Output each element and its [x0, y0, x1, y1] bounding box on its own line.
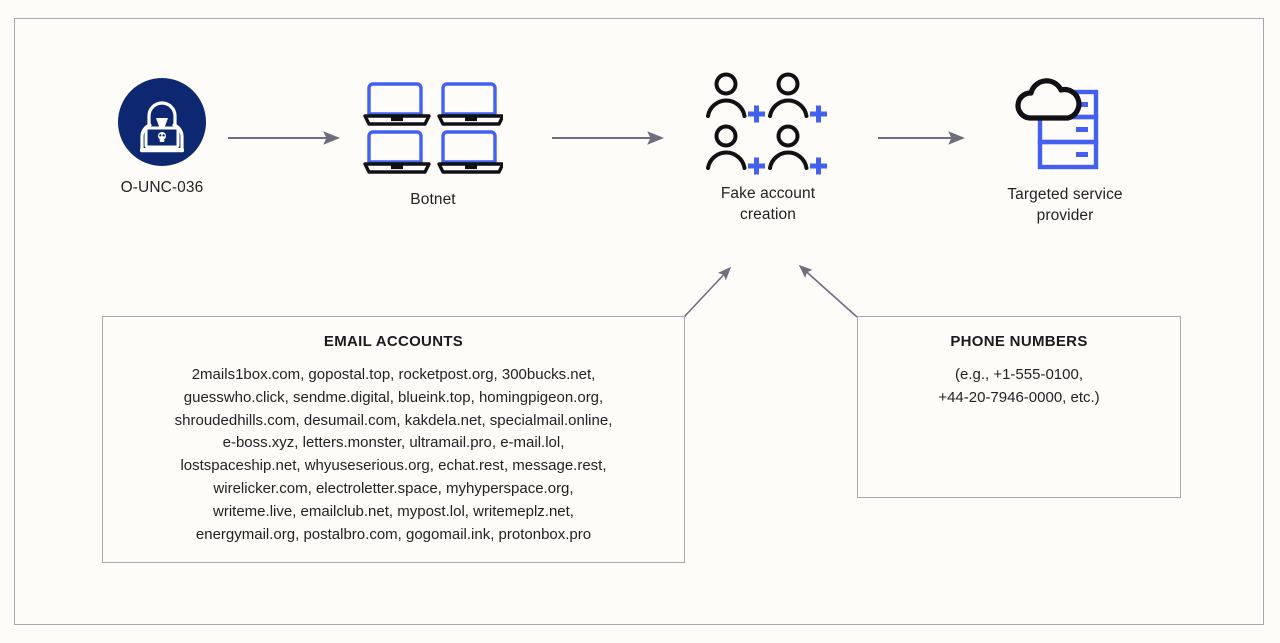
node-fake-accounts: Fake account creation	[688, 70, 848, 226]
laptop-1	[363, 82, 431, 126]
person-plus-4	[768, 124, 827, 175]
add-users-icon	[704, 70, 832, 180]
phone-numbers-body: (e.g., +1-555-0100, +44-20-7946-0000, et…	[938, 366, 1100, 406]
person-plus-2	[768, 72, 827, 123]
laptop-2	[437, 82, 505, 126]
laptop-3	[363, 130, 431, 174]
laptops-icon-glyph	[363, 82, 505, 174]
node-threat-actor: O-UNC-036	[72, 78, 252, 199]
node-provider: Targeted service provider	[982, 74, 1148, 227]
person-plus-1	[706, 72, 765, 123]
person-plus-3	[706, 124, 765, 175]
email-accounts-title: EMAIL ACCOUNTS	[323, 333, 464, 350]
node-provider-label: Targeted service provider	[1007, 186, 1123, 224]
phone-numbers-title: PHONE NUMBERS	[950, 333, 1088, 350]
cloud-server-icon	[1005, 74, 1125, 179]
hacker-icon-glyph	[140, 101, 184, 153]
hacker-icon	[118, 78, 206, 166]
laptop-4	[437, 130, 505, 174]
node-fake-accounts-label: Fake account creation	[720, 185, 816, 223]
node-threat-actor-label: O-UNC-036	[120, 179, 204, 196]
laptops-icon	[363, 78, 505, 178]
phone-numbers-box: PHONE NUMBERS (e.g., +1-555-0100, +44-20…	[857, 316, 1181, 498]
node-botnet: Botnet	[352, 78, 514, 211]
email-accounts-body: 2mails1box.com, gopostal.top, rocketpost…	[174, 366, 613, 543]
cloud-server-icon-glyph	[1015, 78, 1099, 170]
email-accounts-box: EMAIL ACCOUNTS 2mails1box.com, gopostal.…	[102, 316, 685, 563]
node-botnet-label: Botnet	[410, 191, 456, 208]
add-users-icon-glyph	[706, 72, 827, 175]
